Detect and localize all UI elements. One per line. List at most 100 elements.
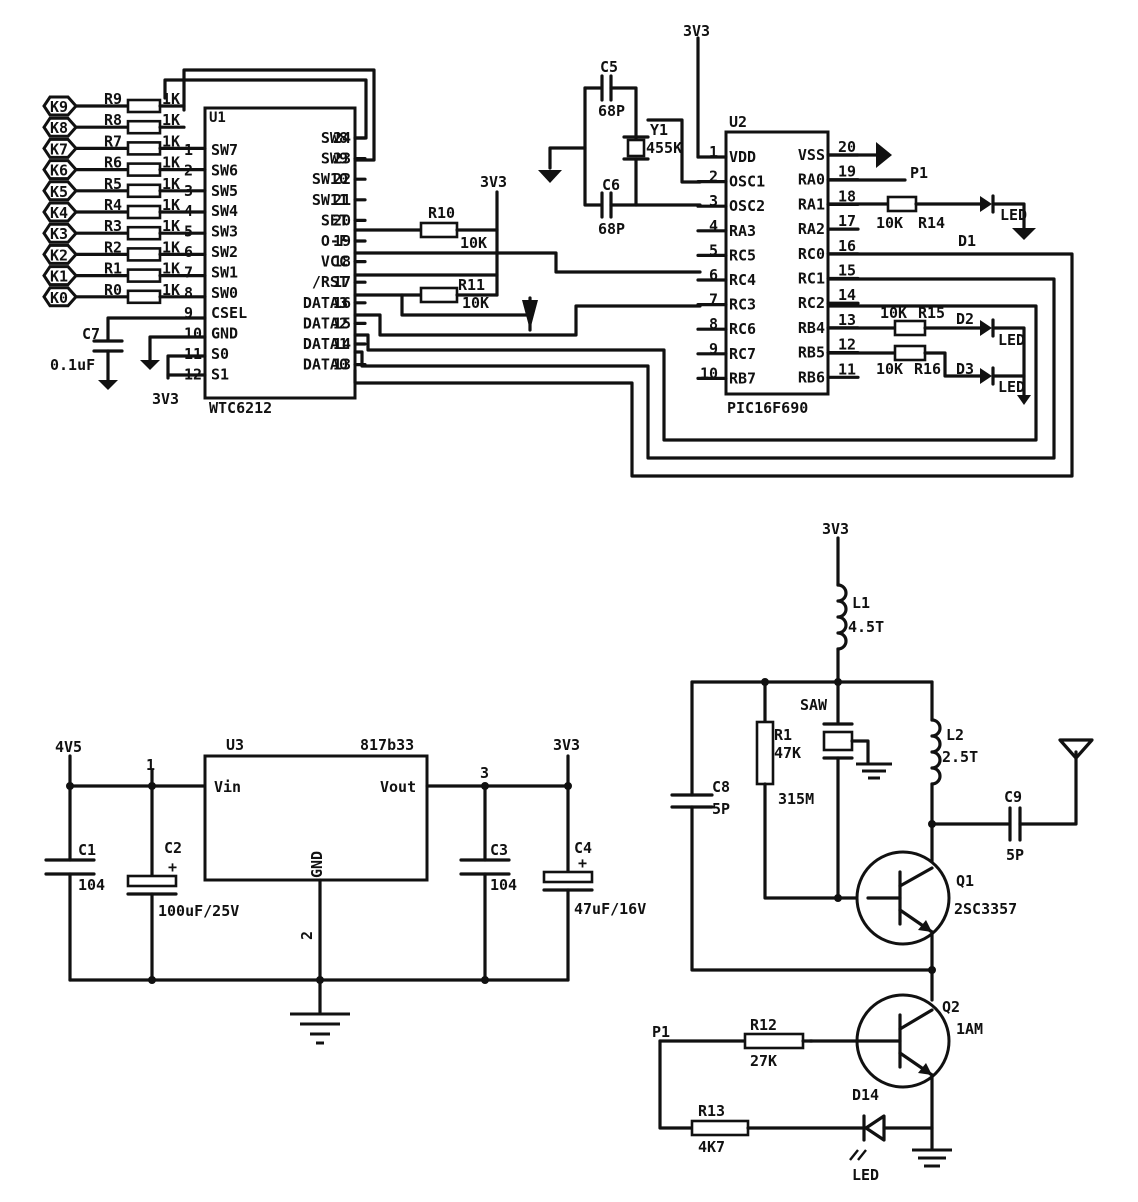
c7-label: C7 (82, 325, 100, 343)
r15-value: 10K (880, 304, 907, 322)
u2-pin-number: 11 (838, 360, 856, 378)
c2-plus: + (168, 858, 177, 876)
u2-pin-number: 15 (838, 262, 856, 280)
u2-pin-name: RC3 (729, 296, 756, 314)
u2-pin-name: RB4 (798, 319, 825, 337)
u2-pin-number: 16 (838, 237, 856, 255)
u2-section: U2 PIC16F690 VDD1OSC12OSC23RA34RC55RC46R… (538, 22, 1036, 417)
c4-plate-1 (544, 872, 592, 882)
c2-plate-1 (128, 876, 176, 886)
junction-gnd-1 (149, 977, 156, 984)
u2-pin-name: RA3 (729, 222, 756, 240)
reg-3v3-label: 3V3 (553, 736, 580, 754)
u2-pin-name: RA0 (798, 171, 825, 189)
r10-label: R10 (428, 204, 455, 222)
u1-pin-name: SW3 (211, 223, 238, 241)
r13-value: 4K7 (698, 1138, 725, 1156)
wire-p1-r13 (660, 1041, 692, 1128)
junction-c2 (149, 783, 156, 790)
key-resistor-ref: R3 (104, 217, 122, 235)
regulator-section: 4V5 C1 104 1 C2 + 100uF/25V U3 817b33 Vi… (46, 736, 646, 1043)
l2-coil (932, 720, 940, 784)
c3-label: C3 (490, 841, 508, 859)
wire-antenna (1020, 752, 1076, 824)
u1-pin-number: 22 (333, 170, 351, 188)
key-resistor (128, 121, 160, 133)
key-label: K5 (50, 183, 68, 201)
c4-plus: + (578, 854, 587, 872)
r14-label: R14 (918, 214, 945, 232)
key-label: K1 (50, 268, 68, 286)
s0-3v3-label: 3V3 (152, 390, 179, 408)
d14-light-ray-2 (858, 1150, 866, 1160)
key-resistor (128, 206, 160, 218)
ground-c7-icon (98, 380, 118, 390)
u3-vout: Vout (380, 778, 416, 796)
u2-pin-name: RC6 (729, 320, 756, 338)
r1-value: 47K (774, 744, 801, 762)
y1-body (628, 140, 644, 156)
key-resistor-ref: R0 (104, 281, 122, 299)
u1-pin-number: 16 (333, 294, 351, 312)
q1-label: Q1 (956, 872, 974, 890)
c1-value: 104 (78, 876, 105, 894)
key-resistor (128, 164, 160, 176)
u2-pin-name: OSC1 (729, 173, 765, 191)
c5-value: 68P (598, 102, 625, 120)
c7-value: 0.1uF (50, 356, 95, 374)
u2-pin-number: 17 (838, 212, 856, 230)
u2-pin-name: RC4 (729, 271, 756, 289)
u1-pin-number: 15 (333, 314, 351, 332)
key-resistor (128, 100, 160, 112)
r12-label: R12 (750, 1016, 777, 1034)
q2-label: Q2 (942, 998, 960, 1016)
rf-3v3-label: 3V3 (822, 520, 849, 538)
wire-of-rc4 (355, 253, 700, 272)
u1-pin-name: CSEL (211, 304, 247, 322)
u2-pin-name: RB6 (798, 368, 825, 386)
u1-pin-number: 14 (333, 335, 351, 353)
u1-pin-number: 6 (184, 243, 193, 261)
wire-saw-gnd (852, 741, 868, 762)
u2-pin-number: 12 (838, 336, 856, 354)
key-resistor (128, 142, 160, 154)
key-resistor-ref: R6 (104, 154, 122, 172)
key-resistor-ref: R5 (104, 175, 122, 193)
u1-pin-name: S0 (211, 345, 229, 363)
r15-label: R15 (918, 304, 945, 322)
r10-body (421, 223, 457, 237)
c5-label: C5 (600, 58, 618, 76)
key-label: K8 (50, 119, 68, 137)
u1-pin-name: SW0 (211, 284, 238, 302)
key-label: K7 (50, 140, 68, 158)
p1-top-label: P1 (910, 164, 928, 182)
u2-pin-name: RA2 (798, 220, 825, 238)
u1-pin-name: GND (211, 325, 238, 343)
u1-pin-number: 19 (333, 232, 351, 250)
l2-value: 2.5T (942, 748, 978, 766)
r14-body (888, 197, 916, 211)
y1-value: 455K (646, 139, 682, 157)
q2-value: 1AM (956, 1020, 983, 1038)
c9-value: 5P (1006, 846, 1024, 864)
u2-pin-number: 13 (838, 311, 856, 329)
r10-value: 10K (460, 234, 487, 252)
u1-pin-number: 23 (333, 150, 351, 168)
u2-ref: U2 (729, 113, 747, 131)
u3-pin2-label: 2 (298, 931, 316, 940)
ground-u1-icon (140, 360, 160, 370)
r13-label: R13 (698, 1102, 725, 1120)
u2-pin-number: 20 (838, 138, 856, 156)
junction-c3 (482, 783, 489, 790)
junction-c4 (565, 783, 572, 790)
u1-pin-number: 10 (184, 325, 202, 343)
l1-coil (838, 585, 846, 649)
d14-led-label: LED (852, 1166, 879, 1184)
saw-body (824, 732, 852, 750)
r11-value: 10K (462, 294, 489, 312)
u1-pin-number: 13 (333, 356, 351, 374)
key-label: K2 (50, 246, 68, 264)
c8-label: C8 (712, 778, 730, 796)
d14-label: D14 (852, 1086, 879, 1104)
